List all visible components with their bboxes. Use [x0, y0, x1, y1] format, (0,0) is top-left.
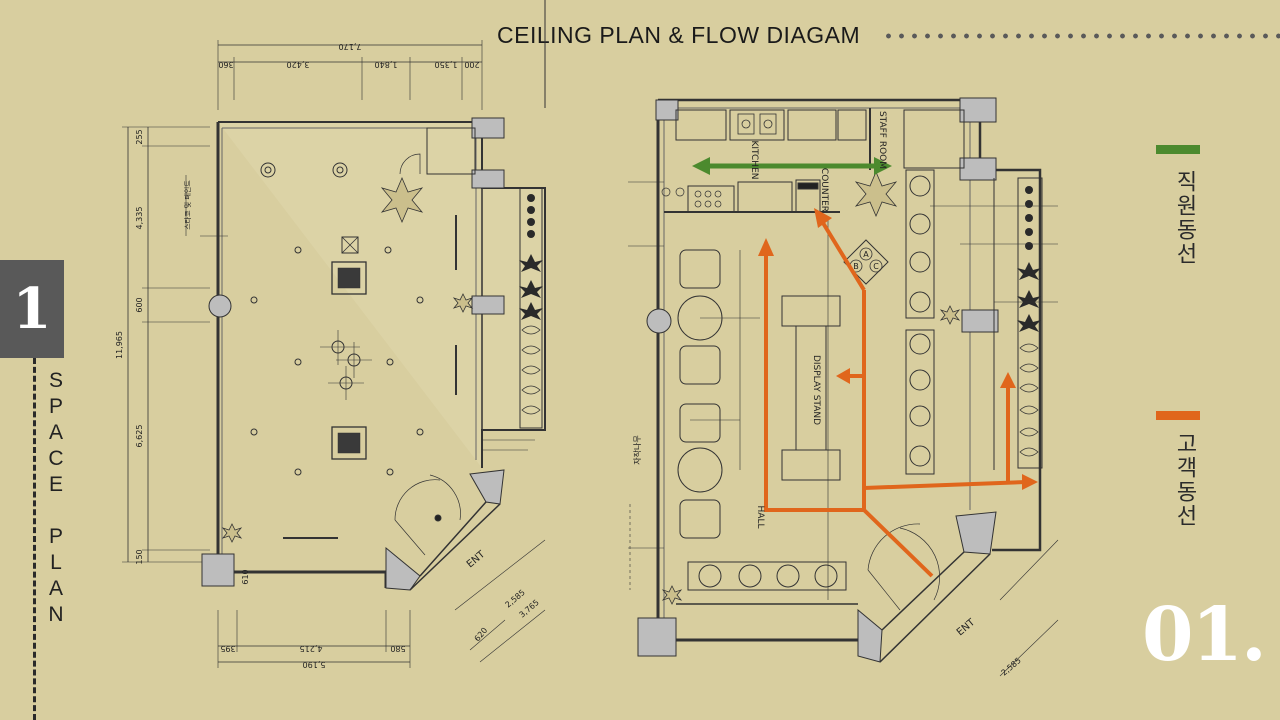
label-a: A — [863, 250, 869, 259]
label-ent-left: ENT — [465, 549, 488, 571]
label-ent-right: ENT — [955, 617, 978, 639]
dim-top-4: 1,350 — [435, 60, 458, 69]
right-flow-plan — [628, 97, 1059, 677]
label-counter: COUNTER — [819, 168, 829, 212]
side-dashed-line — [33, 358, 36, 720]
legend-staff-swatch — [1156, 145, 1200, 154]
dim-left-3: 600 — [135, 297, 144, 312]
note-birch: 자작나무 — [632, 435, 642, 464]
label-staff-room: STAFF ROOM — [877, 111, 887, 169]
label-display-stand: DISPLAY STAND — [811, 355, 821, 425]
staff-flow-arrow — [692, 157, 892, 175]
label-kitchen: KITCHEN — [749, 141, 759, 180]
dim-bottom-2: 4,215 — [300, 644, 323, 653]
dim-left-1: 255 — [135, 129, 144, 144]
dim-left-total: 11,965 — [115, 331, 124, 359]
dim-top-2: 3,420 — [287, 60, 310, 69]
legend-customer-label: 고객동선 — [1172, 432, 1197, 528]
dim-left-4: 6,625 — [135, 425, 144, 448]
dim-diag-1: 620 — [473, 626, 490, 643]
note-stucco: 스타코 및 페인트 — [183, 180, 192, 230]
dim-bottom-3: 580 — [390, 644, 405, 653]
label-hall: HALL — [755, 506, 765, 529]
dim-left-5: 150 — [135, 549, 144, 564]
section-number: 1 — [0, 260, 64, 358]
left-ceiling-plan — [122, 40, 546, 668]
dim-bottom-inner: 610 — [241, 569, 250, 584]
dim-diag-2: 2,585 — [504, 588, 527, 610]
dim-top-total: 7,170 — [339, 42, 362, 51]
dotted-divider — [882, 33, 1280, 39]
label-c: C — [873, 262, 879, 271]
dim-bottom-1: 395 — [220, 644, 235, 653]
dim-bottom-total: 5,190 — [303, 660, 326, 669]
page-title: CEILING PLAN & FLOW DIAGAM — [497, 22, 861, 48]
dim-top-3: 1,840 — [375, 60, 398, 69]
legend-customer-swatch — [1156, 411, 1200, 420]
label-b: B — [853, 262, 859, 271]
dim-top-5: 200 — [464, 60, 479, 69]
dim-top-1: 360 — [218, 60, 233, 69]
dim-left-2: 4,335 — [135, 207, 144, 230]
customer-flow-arrows — [764, 216, 1027, 578]
dim-right-diag: 2,585 — [1000, 656, 1023, 678]
legend-staff-label: 직원동선 — [1172, 170, 1197, 266]
page-index: 01. — [1142, 592, 1267, 678]
